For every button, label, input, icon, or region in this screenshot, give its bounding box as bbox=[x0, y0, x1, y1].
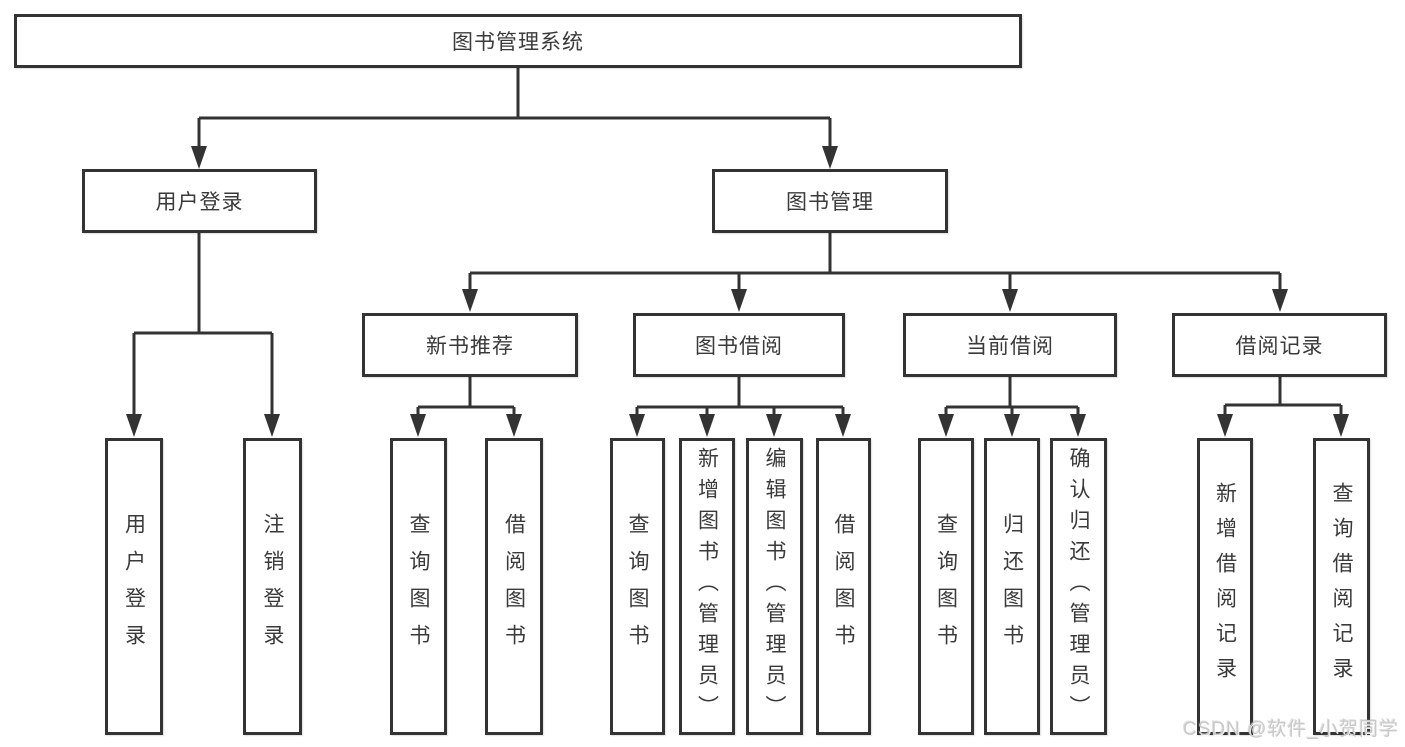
arrowhead-user-login bbox=[191, 146, 207, 169]
leaf-confirm-return-admin: 确认归还（管理员） bbox=[1050, 438, 1107, 735]
leaf-add-book-admin: 新增图书（管理员） bbox=[679, 438, 735, 735]
arrowhead-leaf-query-books-current bbox=[938, 414, 954, 437]
leaf-logout-label: 注销登录 bbox=[261, 512, 284, 661]
leaf-query-books-current-label: 查询图书 bbox=[934, 512, 958, 661]
leaf-add-borrow-record-label: 新增借阅记录 bbox=[1213, 481, 1237, 692]
leaf-borrow-books: 借阅图书 bbox=[816, 438, 871, 735]
node-new-book-recommend-label: 新书推荐 bbox=[426, 335, 514, 358]
leaf-user-login-label: 用户登录 bbox=[122, 512, 146, 661]
leaf-return-books-label: 归还图书 bbox=[1000, 512, 1024, 661]
leaf-confirm-return-admin-label: 确认归还（管理员） bbox=[1067, 447, 1090, 726]
node-book-borrow: 图书借阅 bbox=[633, 313, 845, 377]
leaf-query-borrow-record: 查询借阅记录 bbox=[1313, 438, 1370, 735]
connector-root-split bbox=[197, 68, 832, 148]
connector-book-management-split bbox=[468, 233, 1282, 291]
arrowhead-leaf-edit-book-admin bbox=[766, 414, 782, 437]
node-book-management-label: 图书管理 bbox=[786, 191, 874, 214]
arrowhead-book-borrow bbox=[731, 289, 747, 312]
connector-borrow-records-split bbox=[1223, 377, 1343, 416]
arrowhead-new-book-recommend bbox=[462, 289, 478, 312]
node-current-borrow-label: 当前借阅 bbox=[966, 335, 1054, 358]
leaf-logout: 注销登录 bbox=[243, 438, 302, 735]
root-box-label: 图书管理系统 bbox=[452, 31, 584, 54]
csdn-watermark: CSDN @软件_小贺同学 bbox=[1183, 719, 1399, 740]
node-borrow-records: 借阅记录 bbox=[1172, 313, 1387, 377]
arrowhead-leaf-add-book-admin bbox=[699, 414, 715, 437]
root-box-library-system: 图书管理系统 bbox=[14, 14, 1022, 68]
arrowhead-leaf-borrow-books bbox=[835, 414, 851, 437]
leaf-borrow-books-recommend: 借阅图书 bbox=[485, 438, 543, 735]
arrowhead-borrow-records bbox=[1272, 289, 1288, 312]
node-user-login-label: 用户登录 bbox=[155, 191, 244, 214]
leaf-query-books-recommend: 查询图书 bbox=[390, 438, 447, 735]
leaf-edit-book-admin-label: 编辑图书（管理员） bbox=[763, 447, 786, 726]
leaf-query-books-borrow: 查询图书 bbox=[610, 438, 665, 735]
arrowhead-leaf-confirm-return-admin bbox=[1070, 414, 1086, 437]
node-book-management: 图书管理 bbox=[712, 169, 948, 233]
leaf-edit-book-admin: 编辑图书（管理员） bbox=[746, 438, 803, 735]
leaf-query-borrow-record-label: 查询借阅记录 bbox=[1330, 481, 1353, 692]
leaf-add-borrow-record: 新增借阅记录 bbox=[1197, 438, 1253, 735]
arrowhead-leaf-query-books-recommend bbox=[410, 414, 426, 437]
leaf-borrow-books-recommend-label: 借阅图书 bbox=[502, 512, 526, 661]
arrowhead-leaf-return-books bbox=[1004, 414, 1020, 437]
arrowhead-leaf-logout bbox=[264, 414, 280, 437]
leaf-query-books-borrow-label: 查询图书 bbox=[626, 512, 649, 661]
leaf-return-books: 归还图书 bbox=[984, 438, 1040, 735]
node-borrow-records-label: 借阅记录 bbox=[1235, 335, 1324, 358]
leaf-query-books-current: 查询图书 bbox=[918, 438, 974, 735]
connector-book-borrow-split bbox=[635, 377, 845, 416]
leaf-query-books-recommend-label: 查询图书 bbox=[407, 512, 430, 661]
connector-current-borrow-split bbox=[944, 377, 1080, 416]
arrowhead-leaf-query-books-borrow bbox=[629, 414, 645, 437]
arrowhead-book-management bbox=[822, 146, 838, 169]
arrowhead-leaf-user-login bbox=[126, 414, 142, 437]
leaf-add-book-admin-label: 新增图书（管理员） bbox=[695, 447, 719, 726]
connector-new-book-split bbox=[416, 377, 516, 416]
leaf-user-login: 用户登录 bbox=[105, 438, 163, 735]
node-current-borrow: 当前借阅 bbox=[903, 313, 1117, 377]
node-book-borrow-label: 图书借阅 bbox=[695, 335, 783, 358]
connector-user-login-split bbox=[132, 233, 274, 416]
leaf-borrow-books-label: 借阅图书 bbox=[832, 512, 855, 661]
arrowhead-leaf-borrow-books-recommend bbox=[506, 414, 522, 437]
node-user-login: 用户登录 bbox=[82, 169, 317, 233]
arrowhead-current-borrow bbox=[1002, 289, 1018, 312]
arrowhead-leaf-add-borrow-record bbox=[1217, 414, 1233, 437]
arrowhead-leaf-query-borrow-record bbox=[1333, 414, 1349, 437]
node-new-book-recommend: 新书推荐 bbox=[362, 313, 578, 377]
